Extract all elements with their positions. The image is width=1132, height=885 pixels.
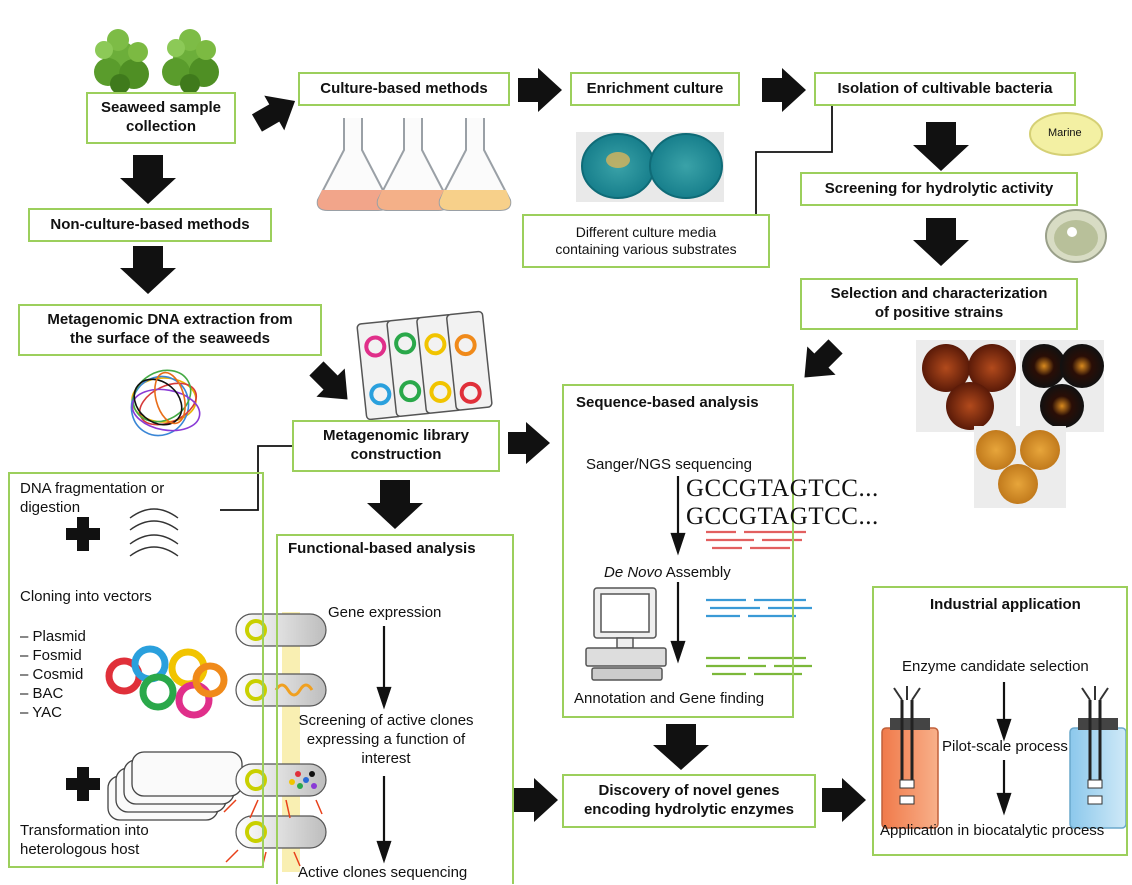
screening-plate-icon xyxy=(1045,209,1107,263)
block-arrows xyxy=(120,68,969,822)
vector-yac: – YAC xyxy=(20,704,62,721)
sequence-reads-icon xyxy=(706,530,812,676)
vector-cosmid: – Cosmid xyxy=(20,666,84,683)
cloning-label: Cloning into vectors xyxy=(20,588,152,605)
connector-lines xyxy=(220,104,833,511)
bacteria-cells-icon xyxy=(223,612,327,872)
vector-fosmid: – Fosmid xyxy=(20,647,82,664)
annotation-label: Annotation and Gene finding xyxy=(574,690,765,707)
industrial-title: Industrial application xyxy=(930,596,1081,613)
isolation-label: Isolation of cultivable bacteria xyxy=(837,79,1053,97)
positive-strain-plates-icon xyxy=(916,340,1104,508)
host-cells-icon xyxy=(107,751,243,821)
culture-media-line1: Different culture media xyxy=(575,223,717,240)
sequence-text-1: GCCGTAGTCC... xyxy=(686,475,879,502)
seaweed-icon xyxy=(94,29,219,94)
dna-fragmentation-line1: DNA fragmentation or xyxy=(20,480,165,497)
marine-plate-icon xyxy=(1029,112,1103,156)
screening-line3: interest xyxy=(361,749,411,767)
sequence-panel xyxy=(562,384,794,718)
metagenomic-dna-line2: the surface of the seaweeds xyxy=(69,330,271,347)
screening-active-clones: Screening of active clones expressing a … xyxy=(296,712,476,768)
metagenomic-dna-line1: Metagenomic DNA extraction from xyxy=(47,311,293,329)
active-clones-sequencing: Active clones sequencing xyxy=(298,864,468,881)
computer-icon xyxy=(585,587,667,681)
dna-tangle-icon xyxy=(130,369,201,437)
bioreactor-blue-icon xyxy=(1069,686,1127,829)
vector-plasmid: – Plasmid xyxy=(20,628,86,645)
cloning-panel xyxy=(8,472,264,868)
functional-panel xyxy=(276,534,514,884)
marine-label: Marine xyxy=(1048,127,1082,139)
library-line1: Metagenomic library xyxy=(323,427,469,445)
isolation-box: Isolation of cultivable bacteria xyxy=(814,72,1076,106)
sequence-text-2: GCCGTAGTCC... xyxy=(686,503,879,530)
selection-box: Selection and characterization of positi… xyxy=(800,278,1078,330)
gene-expression-label: Gene expression xyxy=(328,604,442,621)
transformation-line2: heterologous host xyxy=(20,841,140,858)
thin-arrows xyxy=(376,476,1012,864)
functional-title: Functional-based analysis xyxy=(288,540,476,557)
selection-line1: Selection and characterization xyxy=(830,285,1048,303)
screening-line1: Screening of active clones xyxy=(298,712,474,729)
sanger-label: Sanger/NGS sequencing xyxy=(586,456,752,473)
culture-media-box: Different culture media containing vario… xyxy=(522,214,770,268)
seaweed-collection-line2: collection xyxy=(125,118,196,135)
pilot-scale-label: Pilot-scale process xyxy=(942,738,1068,755)
culture-media-line2: containing various substrates xyxy=(555,241,737,257)
assembly-label: De Novo Assembly xyxy=(604,564,731,583)
dna-fragments-icon xyxy=(129,508,179,557)
assembly-italic: De Novo xyxy=(604,564,663,581)
screening-hydrolytic-label: Screening for hydrolytic activity xyxy=(824,179,1054,197)
enzyme-candidate-label: Enzyme candidate selection xyxy=(902,658,1089,675)
plus-icon xyxy=(66,517,100,801)
non-culture-box: Non-culture-based methods xyxy=(28,208,272,242)
dna-fragmentation-line2: digestion xyxy=(20,499,81,516)
discovery-box: Discovery of novel genes encoding hydrol… xyxy=(562,774,816,828)
screening-hydrolytic-box: Screening for hydrolytic activity xyxy=(800,172,1078,206)
library-construction-box: Metagenomic library construction xyxy=(292,420,500,472)
application-label: Application in biocatalytic process xyxy=(880,822,1105,839)
seaweed-collection-box: Seaweed sample collection xyxy=(86,92,236,144)
enrichment-culture-label: Enrichment culture xyxy=(586,79,724,97)
culture-plate-icon xyxy=(576,132,724,202)
seaweed-collection-line1: Seaweed sample xyxy=(100,99,222,117)
vector-rings-icon xyxy=(105,645,228,719)
bioreactor-orange-icon xyxy=(881,686,939,829)
sequence-title: Sequence-based analysis xyxy=(576,394,759,411)
flask-icon xyxy=(316,118,512,211)
non-culture-label: Non-culture-based methods xyxy=(50,215,250,233)
industrial-panel xyxy=(872,586,1128,856)
library-line2: construction xyxy=(350,446,442,463)
culture-based-box: Culture-based methods xyxy=(298,72,510,106)
assembly-rest: Assembly xyxy=(662,564,731,581)
vector-bac: – BAC xyxy=(20,685,64,702)
enrichment-culture-box: Enrichment culture xyxy=(570,72,740,106)
discovery-line1: Discovery of novel genes xyxy=(598,782,780,800)
selection-line2: of positive strains xyxy=(874,304,1004,321)
discovery-line2: encoding hydrolytic enzymes xyxy=(583,801,795,818)
metagenomic-dna-box: Metagenomic DNA extraction from the surf… xyxy=(18,304,322,356)
library-slides-icon xyxy=(356,310,493,421)
culture-based-label: Culture-based methods xyxy=(320,79,488,97)
screening-line2: expressing a function of xyxy=(306,730,466,748)
transformation-line1: Transformation into xyxy=(20,822,149,839)
